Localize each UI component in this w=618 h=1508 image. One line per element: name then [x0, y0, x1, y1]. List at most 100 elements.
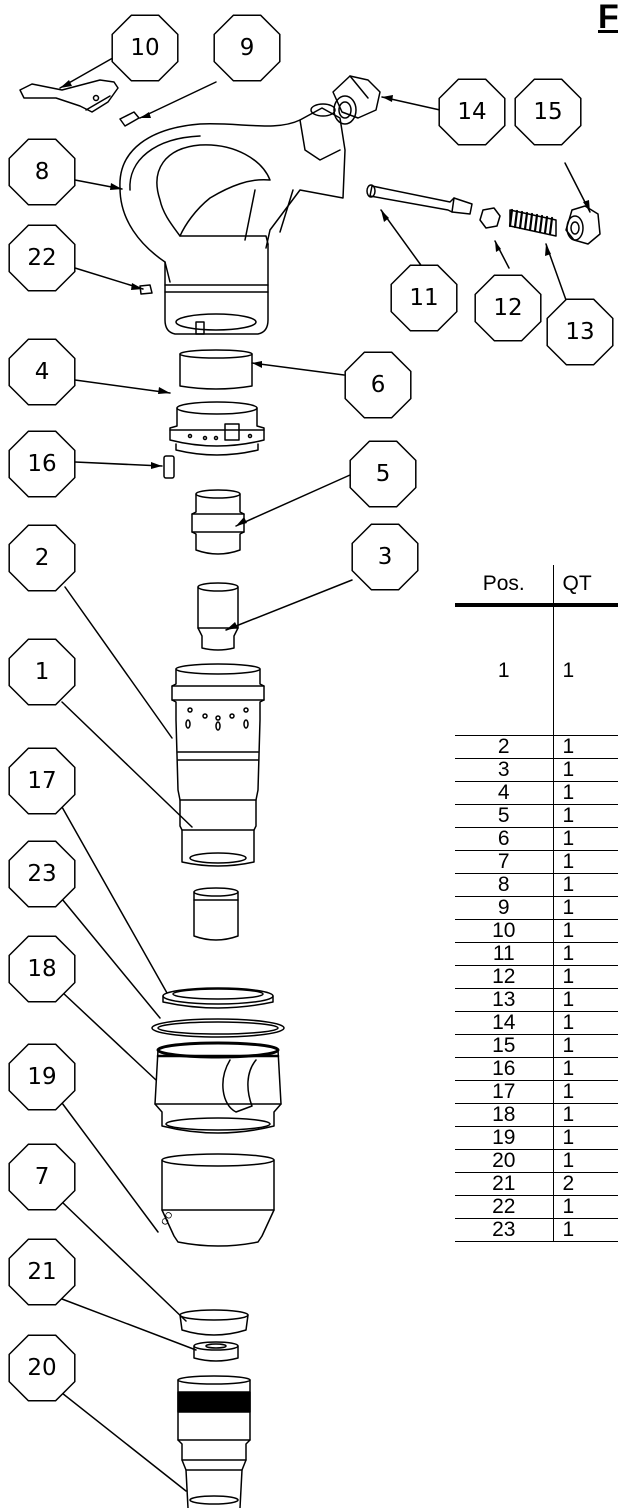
leader-11	[380, 209, 424, 269]
qty-cell: 1	[553, 965, 618, 989]
part-13-spring	[508, 208, 557, 237]
svg-text:13: 13	[565, 319, 594, 345]
qty-cell: 1	[553, 804, 618, 828]
pos-cell: 11	[455, 942, 554, 966]
leader-5	[235, 474, 351, 527]
leader-17	[61, 806, 168, 994]
balloon-22: 22	[8, 224, 76, 292]
leader-4	[74, 379, 171, 394]
svg-text:14: 14	[457, 99, 486, 125]
leader-20	[61, 1392, 187, 1492]
qty-cell: 1	[553, 1080, 618, 1104]
part-14-fitting	[332, 75, 381, 125]
header-pos: Pos.	[455, 565, 554, 607]
pos-cell: 23	[455, 1218, 554, 1242]
part-4-ring	[169, 401, 265, 456]
balloon-19: 19	[8, 1043, 76, 1111]
balloon-18: 18	[8, 935, 76, 1003]
qty-cell: 1	[553, 1011, 618, 1035]
qty-cell: 1	[553, 942, 618, 966]
part-5-insulator	[191, 489, 245, 555]
svg-text:6: 6	[371, 372, 386, 398]
qty-cell: 1	[553, 1218, 618, 1242]
part-23-oring	[151, 1018, 285, 1038]
svg-text:9: 9	[240, 35, 255, 61]
svg-text:21: 21	[27, 1259, 56, 1285]
balloon-4: 4	[8, 338, 76, 406]
part-12-ball	[479, 207, 501, 229]
part-1-cylinder	[193, 887, 239, 941]
qty-cell: 1	[553, 1195, 618, 1219]
leader-9	[139, 81, 217, 119]
svg-text:17: 17	[27, 768, 56, 794]
pos-cell: 4	[455, 781, 554, 805]
qty-cell: 1	[553, 781, 618, 805]
leader-16	[74, 461, 163, 467]
balloon-23: 23	[8, 840, 76, 908]
pos-cell: 3	[455, 758, 554, 782]
pos-cell: 2	[455, 735, 554, 759]
svg-text:12: 12	[493, 295, 522, 321]
balloon-6: 6	[344, 351, 412, 419]
qty-cell: 1	[553, 1126, 618, 1150]
svg-text:18: 18	[27, 956, 56, 982]
qty-cell: 1	[553, 827, 618, 851]
pos-cell: 6	[455, 827, 554, 851]
pos-cell: 15	[455, 1034, 554, 1058]
part-9-pin	[119, 111, 140, 127]
leader-1	[61, 701, 193, 828]
svg-text:7: 7	[35, 1164, 50, 1190]
qty-cell: 1	[553, 873, 618, 897]
svg-text:19: 19	[27, 1064, 56, 1090]
pos-cell: 5	[455, 804, 554, 828]
qty-cell: 1	[553, 1149, 618, 1173]
balloon-16: 16	[8, 430, 76, 498]
svg-text:11: 11	[409, 285, 438, 311]
part-8-handle	[119, 103, 346, 335]
balloon-17: 17	[8, 747, 76, 815]
leader-2	[64, 586, 173, 739]
part-18-cup	[154, 1041, 282, 1134]
leader-23	[61, 898, 161, 1019]
part-3-electrode	[197, 582, 239, 651]
balloon-3: 3	[351, 523, 419, 591]
leader-21	[61, 1298, 197, 1351]
balloon-13: 13	[546, 298, 614, 366]
pos-cell: 20	[455, 1149, 554, 1173]
pos-cell: 10	[455, 919, 554, 943]
qty-cell: 1	[553, 919, 618, 943]
header-qty: QT	[553, 565, 618, 607]
part-20-tip	[177, 1375, 251, 1508]
svg-text:16: 16	[27, 451, 56, 477]
svg-text:20: 20	[27, 1355, 56, 1381]
part-19-cone: OO	[159, 1153, 275, 1247]
svg-text:1: 1	[35, 659, 50, 685]
leader-6	[251, 362, 345, 376]
qty-cell: 1	[553, 1103, 618, 1127]
svg-text:2: 2	[35, 545, 50, 571]
pos-cell: 16	[455, 1057, 554, 1081]
svg-text:5: 5	[376, 461, 391, 487]
part-17-washer	[162, 987, 274, 1009]
balloon-8: 8	[8, 138, 76, 206]
